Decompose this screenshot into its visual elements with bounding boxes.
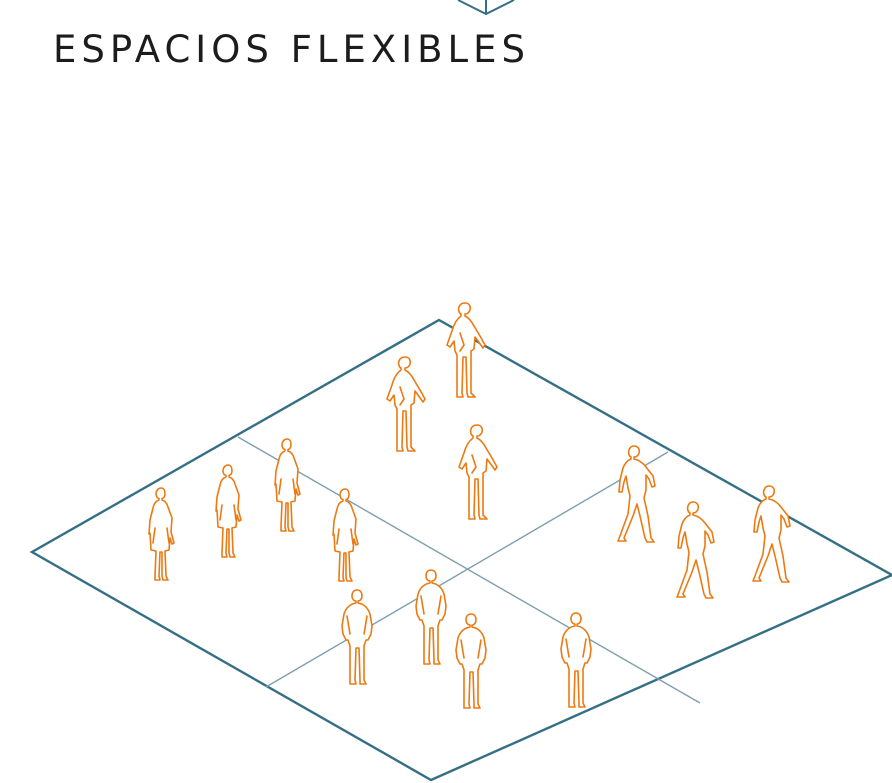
person-figure (560, 612, 592, 708)
person-figure (274, 438, 301, 532)
person-figure (455, 613, 487, 709)
person-figure (148, 487, 175, 581)
person-figure (446, 302, 486, 398)
floor-plan (29, 318, 892, 782)
page-title: ESPACIOS FLEXIBLES (53, 28, 530, 71)
person-figure (341, 589, 373, 685)
floor-plan-divider-b (265, 451, 669, 688)
cube-corner-icon (457, 0, 515, 16)
person-figure (617, 445, 656, 543)
people-group (148, 302, 791, 709)
person-figure (332, 488, 359, 582)
person-figure (676, 501, 715, 599)
floor-plan-divider-a (237, 436, 701, 704)
person-figure (215, 464, 242, 558)
person-figure (458, 424, 498, 520)
floor-plan-outline (29, 318, 892, 782)
person-figure (386, 356, 426, 452)
